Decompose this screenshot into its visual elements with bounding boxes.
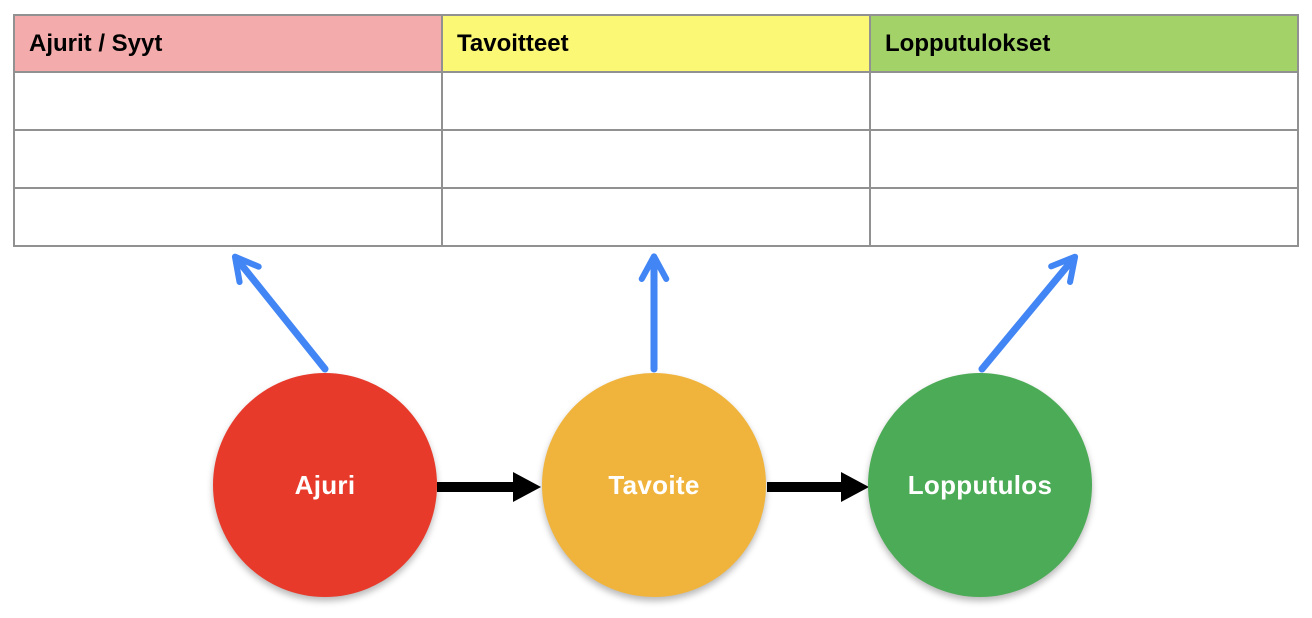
- circle-goal-label: Tavoite: [608, 469, 700, 500]
- table-cell-empty: [13, 187, 443, 247]
- column-header-goals: Tavoitteet: [441, 14, 871, 73]
- table-cell-empty: [441, 187, 871, 247]
- mapping-table: Ajurit / Syyt Tavoitteet Lopputulokset: [13, 14, 1299, 247]
- black-arrow-goal-to-outcome: [767, 472, 869, 502]
- table-cell-empty: [869, 129, 1299, 189]
- table-row: [13, 129, 1299, 189]
- table-cell-empty: [441, 129, 871, 189]
- circle-outcome: Lopputulos: [868, 373, 1092, 597]
- black-arrowhead: [513, 472, 541, 502]
- column-header-drivers: Ajurit / Syyt: [13, 14, 443, 73]
- table-cell-empty: [13, 129, 443, 189]
- table-cell-empty: [13, 71, 443, 131]
- table-row: [13, 71, 1299, 131]
- circle-driver-label: Ajuri: [294, 469, 356, 500]
- circle-outcome-label: Lopputulos: [907, 469, 1053, 500]
- table-cell-empty: [869, 71, 1299, 131]
- table-cell-empty: [869, 187, 1299, 247]
- circle-goal: Tavoite: [542, 373, 766, 597]
- table-cell-empty: [441, 71, 871, 131]
- table-header-row: Ajurit / Syyt Tavoitteet Lopputulokset: [13, 14, 1299, 73]
- blue-arrow-outcome-to-table: [978, 253, 1079, 373]
- column-header-outcomes: Lopputulokset: [869, 14, 1299, 73]
- circle-driver: Ajuri: [213, 373, 437, 597]
- table-row: [13, 187, 1299, 247]
- black-arrow-driver-to-goal: [437, 472, 541, 502]
- blue-arrow-driver-to-table: [231, 253, 329, 373]
- black-arrowhead: [841, 472, 869, 502]
